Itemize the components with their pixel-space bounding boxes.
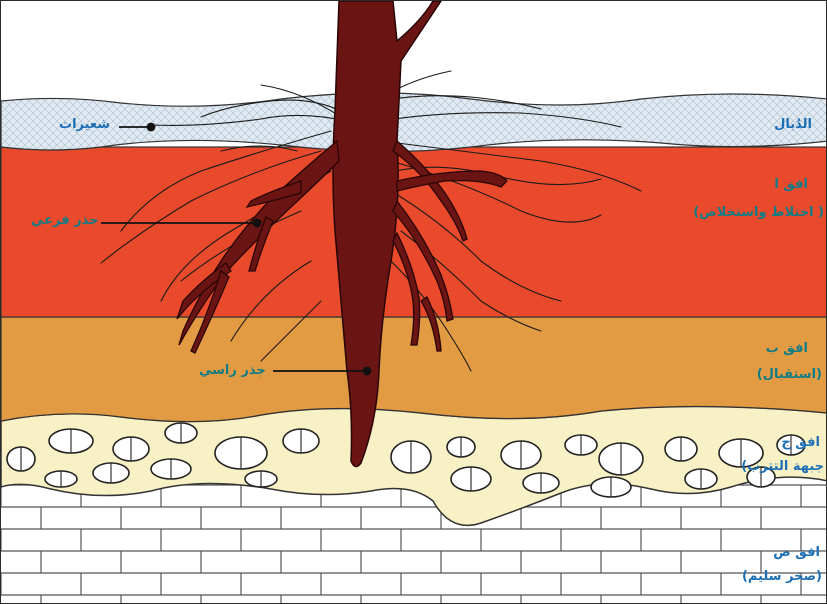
horizon-b-label: افق ب [766,341,808,356]
horizon-b-subtitle: (استقبال) [757,367,822,382]
horizon-r-subtitle: (صخر سليم) [742,569,822,584]
tap-root-label: جذر راسي [199,363,266,378]
horizon-humus-label: الدُبال [774,117,812,132]
horizon-c-subtitle: جبهة التترب) [741,459,824,474]
horizon-r-label: افق ص [773,545,820,560]
horizon-a-label: افق ا [774,177,808,192]
horizon-c-label: افق ج [781,435,820,450]
horizon-a-subtitle: ( اختلاط واستخلاص) [693,205,824,220]
lateral-root-label: جذر فرعي [31,213,99,228]
root-hairs-label: شعيرات [59,117,110,132]
